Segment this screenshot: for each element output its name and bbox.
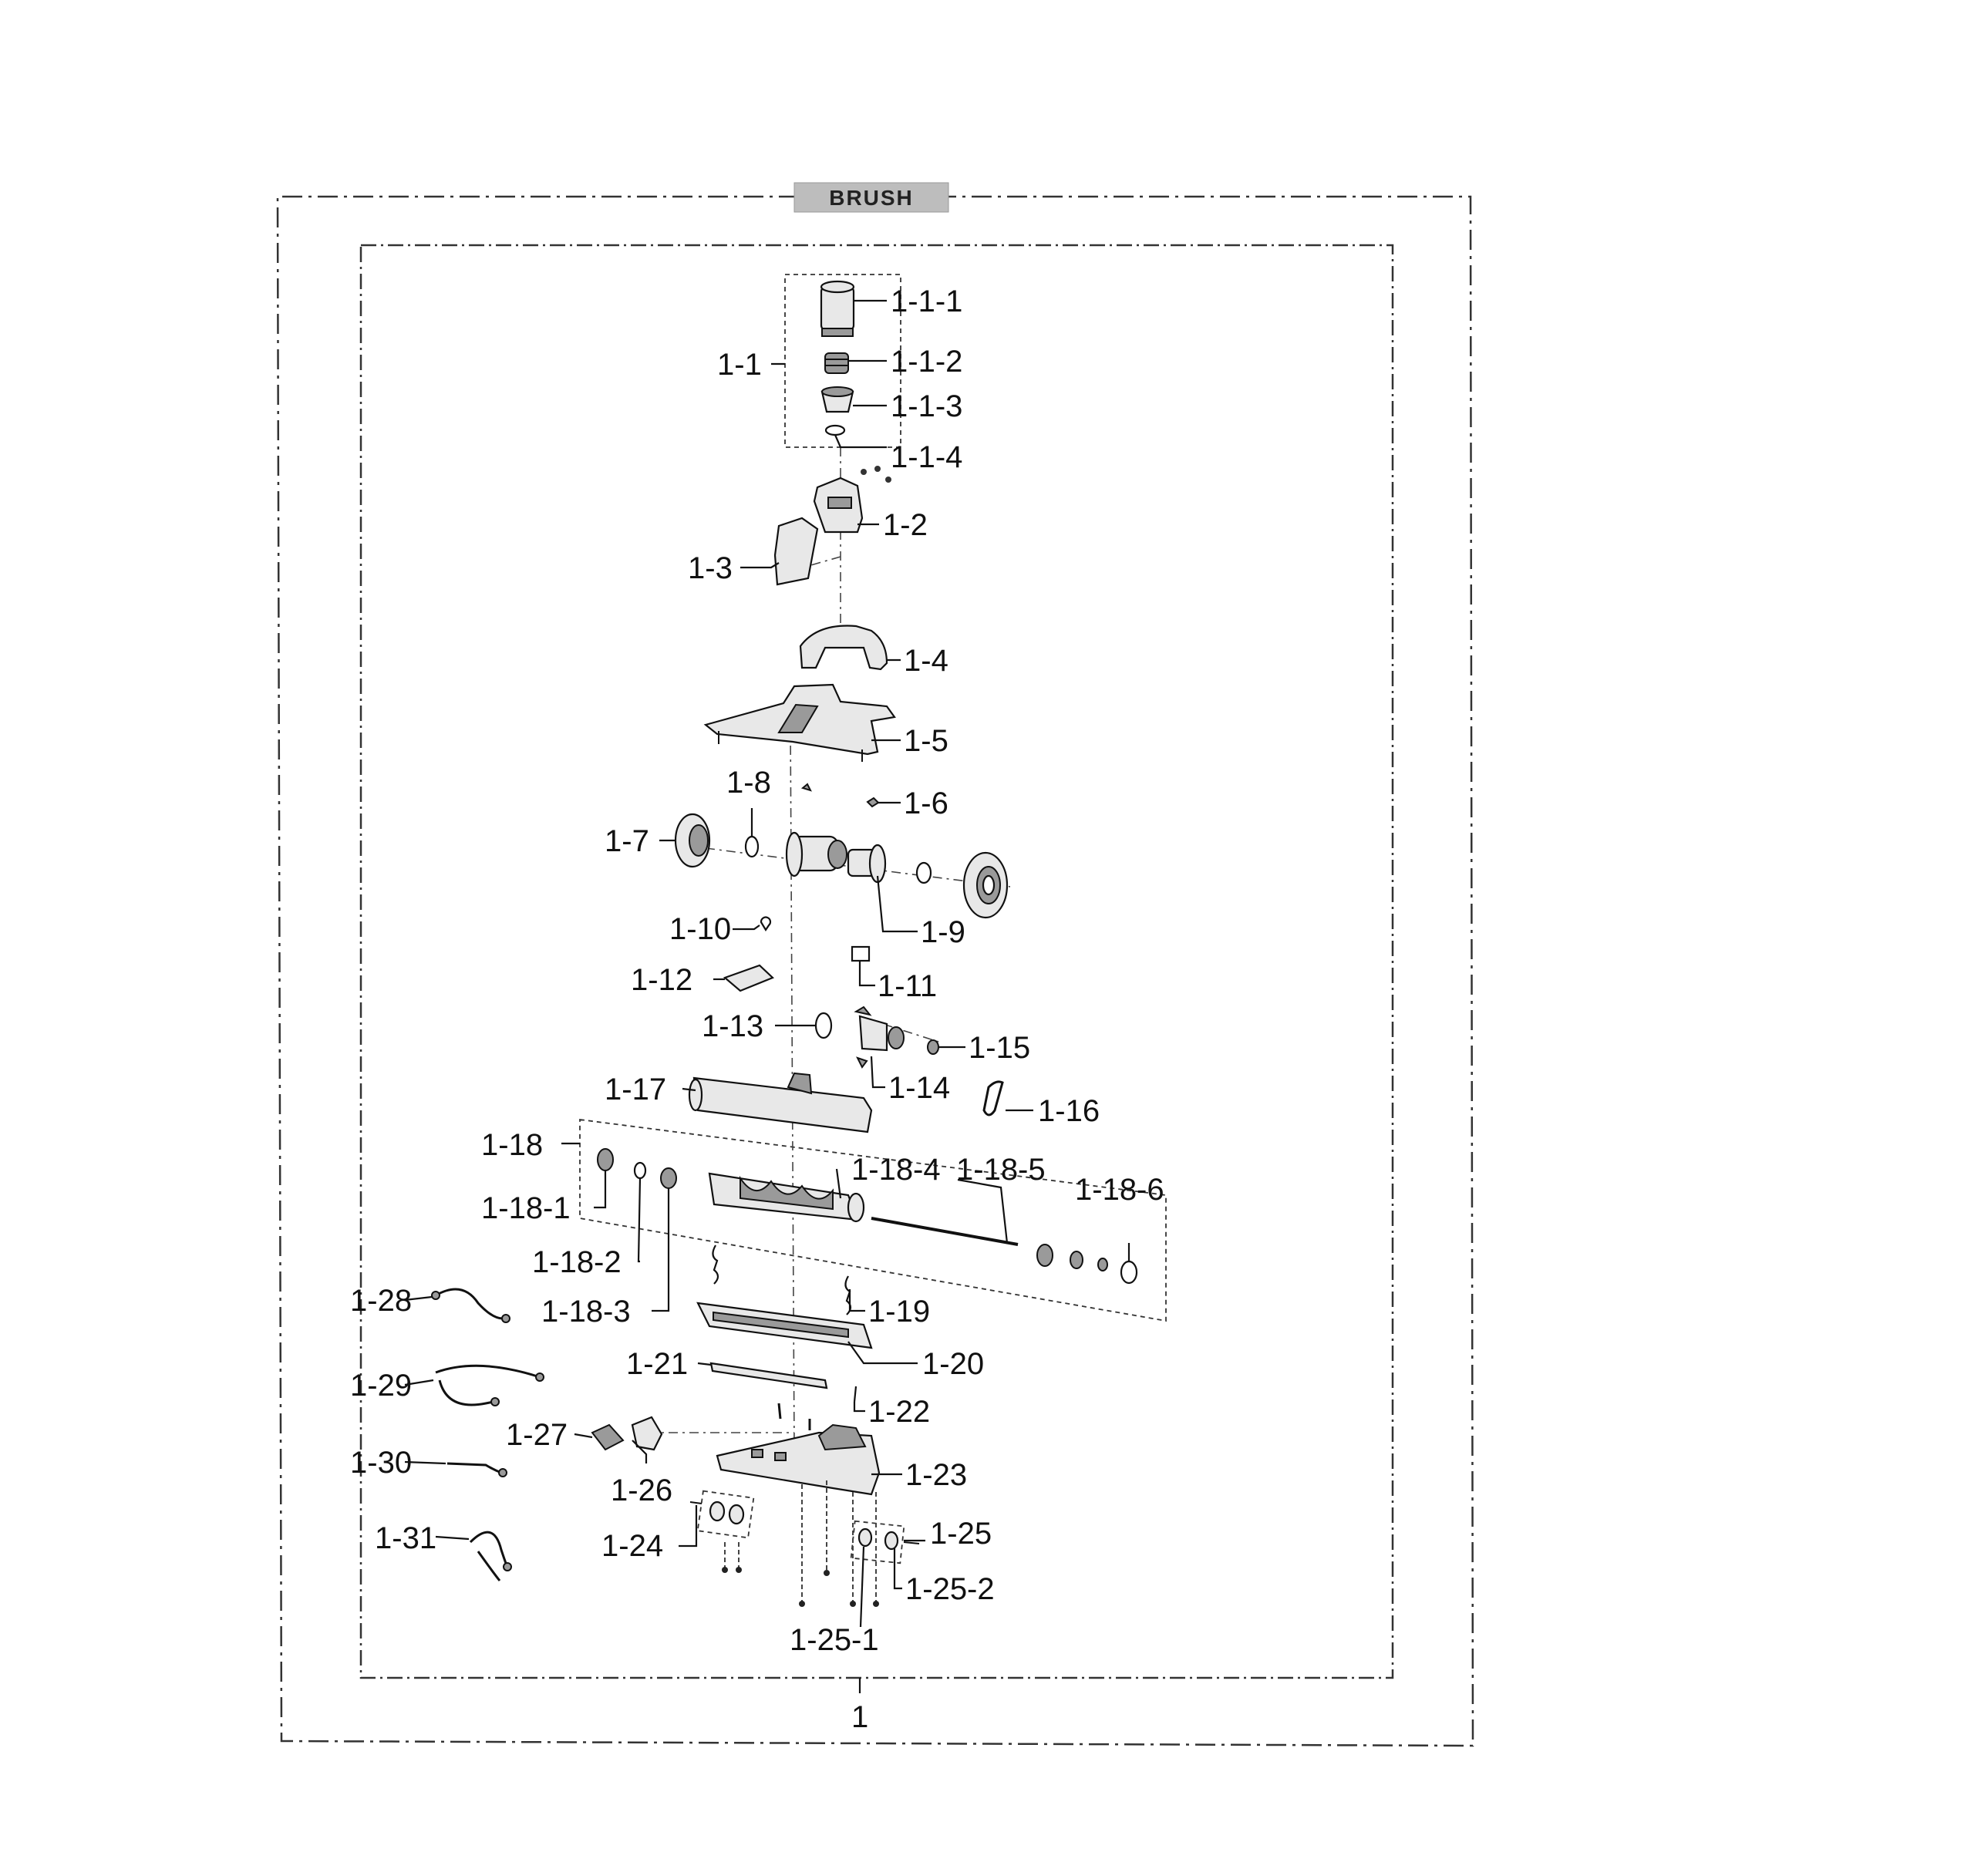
callout-1-9: 1-9 [921,915,965,949]
callout-assembly-1: 1 [851,1700,868,1734]
screws-bottom [722,1403,879,1607]
wire-1-31 [469,1531,512,1581]
subassembly-frame-1-24 [696,1490,755,1539]
callout-1-25: 1-25 [930,1517,992,1551]
part-1-7 [674,813,711,868]
part-1-24 [689,1500,745,1525]
callout-1-1-3: 1-1-3 [891,389,962,423]
callout-1-16: 1-16 [1038,1094,1100,1128]
part-1-17 [688,1072,873,1133]
title-badge: BRUSH [793,182,949,213]
part-1-22 [853,1386,857,1403]
part-1-1-4 [824,424,846,436]
part-1-8-screw [800,783,812,792]
part-1-4 [799,625,888,671]
part-1-10 [760,916,772,932]
part-1-13 [814,1012,833,1039]
part-1-26 [631,1416,663,1451]
wire-1-28 [431,1288,510,1323]
callout-1-19: 1-19 [868,1295,930,1329]
callout-1-18-1: 1-18-1 [481,1191,571,1225]
outer-frame [276,195,1474,1747]
diagram-title: BRUSH [829,186,914,210]
callout-1-1-2: 1-1-2 [891,345,962,379]
part-1-1-3 [820,386,854,413]
part-1-11 [851,945,871,962]
callout-1-3: 1-3 [688,551,733,585]
part-washer-right [915,861,932,884]
callout-1-7: 1-7 [605,824,649,858]
inner-frame [359,244,1394,1679]
part-1-2 [813,466,891,534]
part-1-3 [773,517,819,586]
callout-1-10: 1-10 [669,912,731,946]
callout-1-12: 1-12 [631,963,692,997]
callout-1-29: 1-29 [350,1369,412,1403]
part-1-23 [716,1423,881,1496]
wire-1-29 [435,1364,544,1406]
callout-1-11: 1-11 [878,969,937,1003]
part-1-8 [744,835,760,858]
callout-1-17: 1-17 [605,1073,666,1106]
part-1-18-series [597,1148,1138,1285]
callout-1-5: 1-5 [904,724,948,758]
callout-1-31: 1-31 [375,1521,436,1555]
part-1-9 [847,844,887,884]
part-1-27 [591,1423,625,1451]
callout-1-1-4: 1-1-4 [891,440,962,474]
callout-1-25-2: 1-25-2 [905,1572,995,1606]
callout-1-13: 1-13 [702,1009,763,1043]
callout-1-6: 1-6 [904,786,948,820]
callout-1-24: 1-24 [601,1529,663,1563]
callout-1-27: 1-27 [506,1418,568,1452]
callout-labels: 1-1-1 1-1-2 1-1-3 1-1-4 1-1 1-2 1-3 1-4 … [350,285,1164,1734]
part-1-19-clips [712,1244,852,1315]
part-1-15 [927,1039,939,1055]
part-1-25 [857,1527,920,1551]
part-1-14 [854,1005,905,1069]
part-1-6 [866,797,880,808]
part-1-21 [709,1362,828,1389]
part-1-1-2 [824,352,849,374]
part-wheel-right [962,851,1009,919]
callout-1-18-4: 1-18-4 [851,1153,941,1187]
callout-1-1-1: 1-1-1 [891,285,962,318]
callout-1-15: 1-15 [969,1031,1030,1065]
callout-leaders [404,299,1130,1628]
callout-1-20: 1-20 [922,1347,984,1381]
callout-1-21: 1-21 [626,1347,688,1381]
callout-1-2: 1-2 [883,508,928,542]
part-1-5 [703,683,896,762]
callout-1-18-3: 1-18-3 [541,1295,631,1329]
callout-1-14: 1-14 [888,1071,950,1105]
part-1-hub-left [785,831,847,877]
callout-1-4: 1-4 [904,644,948,678]
callout-1-30: 1-30 [350,1446,412,1480]
callout-1-8: 1-8 [726,766,771,800]
callout-1-28: 1-28 [350,1284,412,1318]
callout-1-18-2: 1-18-2 [532,1245,622,1279]
callout-1-26: 1-26 [611,1474,672,1507]
callout-1-18: 1-18 [481,1128,543,1162]
callout-1-18-6: 1-18-6 [1075,1173,1164,1207]
part-1-16 [982,1080,1004,1117]
callout-1-22: 1-22 [868,1395,930,1429]
callout-1-25-1: 1-25-1 [790,1623,879,1657]
callout-1-1: 1-1 [717,348,762,382]
callout-1-18-5: 1-18-5 [956,1153,1046,1187]
part-1-12 [723,964,775,992]
subassembly-frame-1-18 [579,1118,1167,1322]
callout-1-23: 1-23 [905,1458,967,1492]
wire-1-30 [446,1462,507,1477]
assembly-frames [276,195,1474,1747]
part-1-1-1 [820,280,855,337]
part-1-20 [696,1302,873,1349]
